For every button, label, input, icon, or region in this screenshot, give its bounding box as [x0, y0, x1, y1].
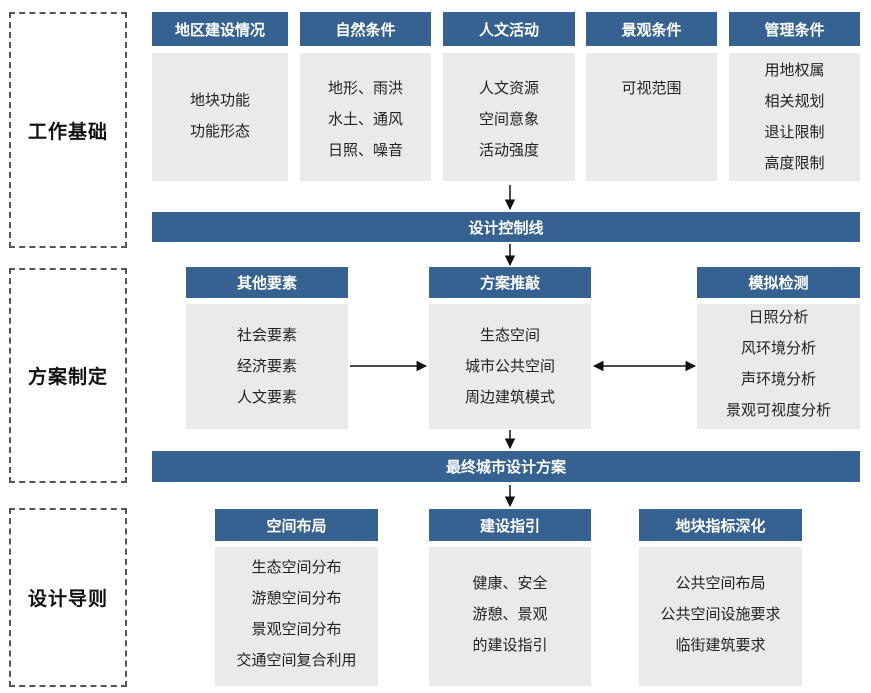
box-item: 景观空间分布	[251, 620, 342, 638]
box-item: 风环境分析	[740, 339, 816, 357]
box-item: 用地权属	[764, 61, 825, 79]
box-header: 其他要素	[186, 267, 348, 298]
box-item: 人文要素	[236, 388, 297, 406]
box-item: 人文资源	[478, 79, 539, 97]
box-header: 景观条件	[586, 12, 717, 46]
box-item: 景观可视度分析	[725, 401, 831, 419]
box-header: 地区建设情况	[152, 12, 288, 46]
box-body: 人文资源 空间意象 活动强度	[443, 53, 575, 181]
box-item: 功能形态	[189, 122, 250, 140]
section-label: 设计导则	[27, 588, 108, 610]
box-body: 用地权属 相关规划 退让限制 高度限制	[729, 53, 860, 181]
box-item: 水土、通风	[327, 110, 403, 128]
box-item: 退让限制	[764, 123, 825, 141]
final-urban-design-bar: 最终城市设计方案	[152, 451, 860, 482]
box-item: 空间意象	[478, 110, 539, 128]
box-item: 高度限制	[764, 154, 825, 172]
box-body: 地形、雨洪 水土、通风 日照、噪音	[300, 53, 431, 181]
box-body: 社会要素 经济要素 人文要素	[186, 304, 348, 429]
box-item: 公共空间设施要求	[660, 605, 781, 623]
box-header: 空间布局	[215, 509, 378, 541]
box-item: 经济要素	[236, 357, 297, 375]
box-item: 日照、噪音	[327, 141, 403, 159]
box-item: 地块功能	[189, 91, 250, 109]
box-item: 的建设指引	[472, 636, 548, 654]
section-design-guide: 设计导则	[9, 508, 127, 687]
box-item: 城市公共空间	[464, 357, 555, 375]
box-body: 可视范围	[586, 53, 717, 181]
section-plan-making: 方案制定	[9, 268, 127, 483]
box-header: 地块指标深化	[639, 509, 802, 541]
section-label: 工作基础	[27, 120, 108, 143]
box-header: 人文活动	[443, 12, 575, 46]
box-item: 社会要素	[236, 326, 297, 344]
box-item: 健康、安全	[472, 574, 548, 592]
box-item: 可视范围	[621, 79, 682, 97]
box-item: 日照分析	[748, 308, 809, 326]
box-body: 地块功能 功能形态	[152, 53, 288, 181]
section-label: 方案制定	[27, 366, 108, 388]
box-item: 交通空间复合利用	[236, 651, 357, 669]
box-item: 游憩、景观	[472, 605, 548, 623]
box-body: 生态空间分布 游憩空间分布 景观空间分布 交通空间复合利用	[215, 547, 378, 686]
box-item: 活动强度	[478, 141, 539, 159]
design-control-line-bar: 设计控制线	[152, 212, 860, 242]
box-body: 公共空间布局 公共空间设施要求 临街建筑要求	[639, 547, 802, 686]
box-item: 公共空间布局	[675, 574, 766, 592]
box-item: 生态空间分布	[251, 558, 342, 576]
box-item: 地形、雨洪	[327, 79, 403, 97]
box-header: 模拟检测	[697, 267, 860, 298]
box-item: 游憩空间分布	[251, 589, 342, 607]
section-work-basis: 工作基础	[9, 12, 127, 248]
box-header: 建设指引	[429, 509, 591, 541]
box-body: 健康、安全 游憩、景观 的建设指引	[429, 547, 591, 686]
box-header: 方案推敲	[429, 267, 591, 298]
box-body: 生态空间 城市公共空间 周边建筑模式	[429, 304, 591, 429]
box-item: 声环境分析	[740, 370, 816, 388]
box-body: 日照分析 风环境分析 声环境分析 景观可视度分析	[697, 304, 860, 429]
box-item: 周边建筑模式	[464, 388, 555, 406]
box-item: 临街建筑要求	[675, 636, 766, 654]
box-item: 生态空间	[479, 326, 540, 344]
box-item: 相关规划	[764, 92, 825, 110]
box-header: 管理条件	[729, 12, 860, 46]
box-header: 自然条件	[300, 12, 431, 46]
